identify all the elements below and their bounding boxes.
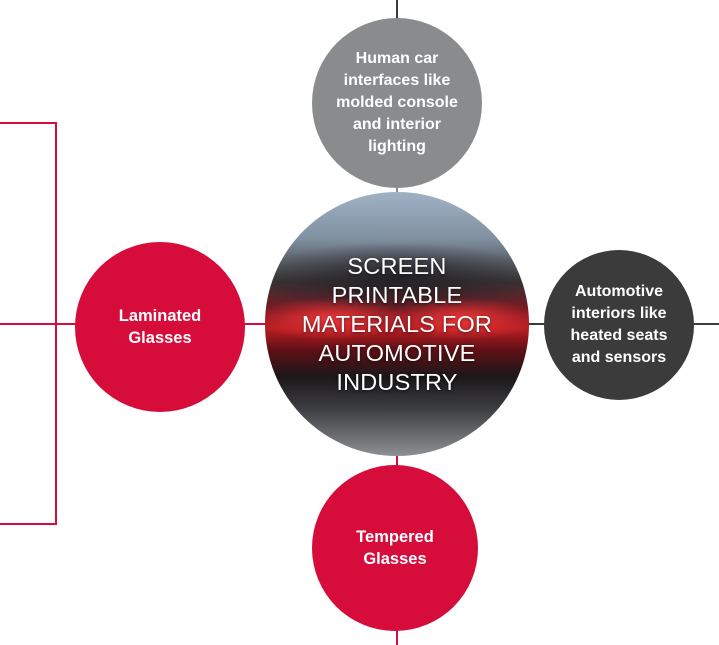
node-laminated-glasses: Laminated Glasses xyxy=(75,242,245,412)
node-right-label: Automotive interiors like heated seats a… xyxy=(570,283,668,366)
connector-bottom-center xyxy=(396,454,398,468)
node-bottom-label: Tempered Glasses xyxy=(356,528,434,568)
connector-bottom-vertical xyxy=(396,629,398,645)
car-photo-background xyxy=(265,192,529,456)
bracket-bottom-arm xyxy=(0,523,57,525)
bracket-spine xyxy=(55,122,57,525)
node-tempered-glasses: Tempered Glasses xyxy=(312,465,478,631)
node-human-car-interfaces: Human car interfaces like molded console… xyxy=(312,18,482,188)
connector-right-center xyxy=(527,323,547,325)
connector-horizontal-left xyxy=(0,323,80,325)
center-node-title: SCREEN PRINTABLE MATERIALS FOR AUTOMOTIV… xyxy=(301,252,493,395)
connector-horizontal-right xyxy=(692,323,719,325)
connector-left-center xyxy=(244,323,268,325)
node-automotive-interiors: Automotive interiors like heated seats a… xyxy=(544,250,694,400)
center-node-car-image: SCREEN PRINTABLE MATERIALS FOR AUTOMOTIV… xyxy=(265,192,529,456)
connector-top-vertical xyxy=(396,0,398,20)
node-top-label: Human car interfaces like molded console… xyxy=(336,50,458,155)
bracket-top-arm xyxy=(0,122,57,124)
connector-top-center xyxy=(396,186,398,196)
node-left-label: Laminated Glasses xyxy=(118,307,202,347)
